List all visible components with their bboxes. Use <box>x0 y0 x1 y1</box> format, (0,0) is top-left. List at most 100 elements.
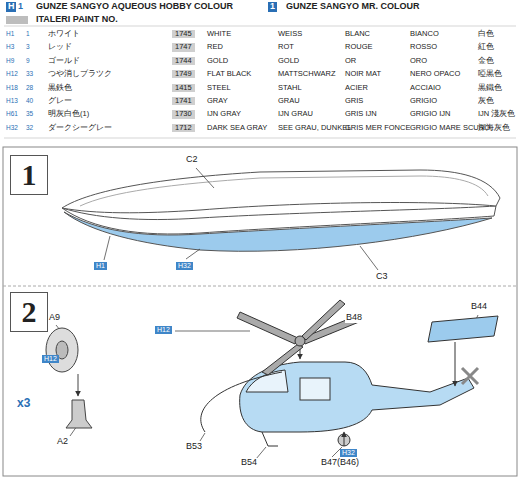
part-number: C2 <box>185 155 199 165</box>
color-code: 40 <box>26 97 33 104</box>
paint-name: STAHL <box>278 84 302 92</box>
paint-name: 啞黒色 <box>478 70 502 78</box>
paint-name: WEISS <box>278 30 302 38</box>
paint-name: ホワイト <box>48 30 80 38</box>
callout-number: H12 <box>155 326 172 334</box>
paint-name: ゴールド <box>48 57 80 65</box>
paint-name: 黒鐵色 <box>478 84 502 92</box>
paint-name: MATTSCHWARZ <box>278 70 336 78</box>
paint-name: GRAY <box>207 97 228 105</box>
part-number: B47(B46) <box>320 458 360 468</box>
leader-lines <box>56 168 478 459</box>
step-number: 1 <box>22 158 37 192</box>
part-number: B44 <box>470 302 488 312</box>
color-code: H61 <box>6 110 18 117</box>
paint-name: ACCIAIO <box>410 84 441 92</box>
table-rules <box>4 26 516 138</box>
table-heading: GUNZE SANGYO MR. COLOUR <box>284 2 422 12</box>
paint-name: STEEL <box>207 84 231 92</box>
step-frame <box>3 147 517 476</box>
step-number-box: 2 <box>10 292 48 332</box>
color-code: 1 <box>26 30 30 37</box>
hull-part <box>62 170 500 251</box>
table-heading: ITALERI PAINT NO. <box>34 15 120 25</box>
quantity-mark: x3 <box>16 397 31 410</box>
color-code: 28 <box>26 84 33 91</box>
paint-name: ROT <box>278 43 294 51</box>
table-heading: H <box>6 2 17 12</box>
paint-name: 金色 <box>478 57 494 65</box>
color-code: H32 <box>6 124 18 131</box>
callout-number: H32 <box>340 449 357 457</box>
paint-name: GRIGIO <box>410 97 437 105</box>
callout-number: H1 <box>94 262 107 270</box>
paint-name: GRIGIO IJN <box>410 110 450 118</box>
paint-number: 1415 <box>172 84 195 92</box>
part-number: B53 <box>185 442 203 452</box>
color-code: H1 <box>6 30 14 37</box>
paint-name: 深海灰色 <box>478 124 510 132</box>
color-code: 32 <box>26 124 33 131</box>
paint-name: GOLD <box>278 57 299 65</box>
paint-name: GRAU <box>278 97 300 105</box>
helicopter-part <box>201 300 498 446</box>
color-code: H3 <box>6 43 14 50</box>
paint-name: NOIR MAT <box>345 70 381 78</box>
antenna-parts <box>46 328 92 428</box>
paint-name: 明灰白色(1) <box>48 110 89 118</box>
part-number: C3 <box>375 272 389 282</box>
paint-name: IJN GRAY <box>207 110 241 118</box>
paint-name: BLANC <box>345 30 370 38</box>
color-code: H9 <box>6 57 14 64</box>
paint-name: 紅色 <box>478 43 494 51</box>
table-heading: GUNZE SANGYO AQUEOUS HOBBY COLOUR <box>34 2 235 12</box>
color-code: H18 <box>6 84 18 91</box>
paint-name: GRIS IJN <box>345 110 377 118</box>
paint-name: ORO <box>410 57 427 65</box>
part-number: A9 <box>48 313 61 323</box>
paint-number: 1747 <box>172 43 195 51</box>
table-heading: 1 <box>16 2 25 12</box>
paint-name: ROUGE <box>345 43 373 51</box>
paint-name: NERO OPACO <box>410 70 460 78</box>
paint-name: ACIER <box>345 84 368 92</box>
step-number-box: 1 <box>10 155 48 195</box>
paint-number: 1730 <box>172 110 195 118</box>
paint-name: 白色 <box>478 30 494 38</box>
paint-name: FLAT BLACK <box>207 70 251 78</box>
paint-name: ダークシーグレー <box>48 124 112 132</box>
paint-name: BIANCO <box>410 30 439 38</box>
paint-name: WHITE <box>207 30 231 38</box>
color-code: H12 <box>6 70 18 77</box>
paint-name: IJN GRAU <box>278 110 313 118</box>
color-code: 9 <box>26 57 30 64</box>
color-code: H13 <box>6 97 18 104</box>
paint-name: 灰色 <box>478 97 494 105</box>
paint-name: ROSSO <box>410 43 437 51</box>
callout-number: H32 <box>176 262 193 270</box>
table-heading: 1 <box>268 2 277 12</box>
paint-name: GOLD <box>207 57 228 65</box>
part-number: B48 <box>345 313 363 323</box>
paint-name: 黒鉄色 <box>48 84 72 92</box>
step-number: 2 <box>22 295 37 329</box>
paint-number: 1712 <box>172 124 195 132</box>
paint-name: RED <box>207 43 223 51</box>
paint-name: GRIS <box>345 97 363 105</box>
paint-name: IJN 淺灰色 <box>478 110 515 118</box>
paint-name: グレー <box>48 97 72 105</box>
paint-number: 1749 <box>172 70 195 78</box>
callout-number: H12 <box>42 355 59 363</box>
color-code: 33 <box>26 70 33 77</box>
color-code: 35 <box>26 110 33 117</box>
paint-name: GRIS MER FONCE <box>345 124 410 132</box>
paint-name: SEE GRAU, DUNKEL <box>278 124 351 132</box>
paint-name: DARK SEA GRAY <box>207 124 267 132</box>
part-number: A2 <box>56 437 69 447</box>
paint-name: OR <box>345 57 356 65</box>
italeri-swatch <box>6 16 28 24</box>
paint-number: 1741 <box>172 97 195 105</box>
step-divider <box>3 286 517 287</box>
paint-number: 1745 <box>172 30 195 38</box>
paint-name: レッド <box>48 43 72 51</box>
